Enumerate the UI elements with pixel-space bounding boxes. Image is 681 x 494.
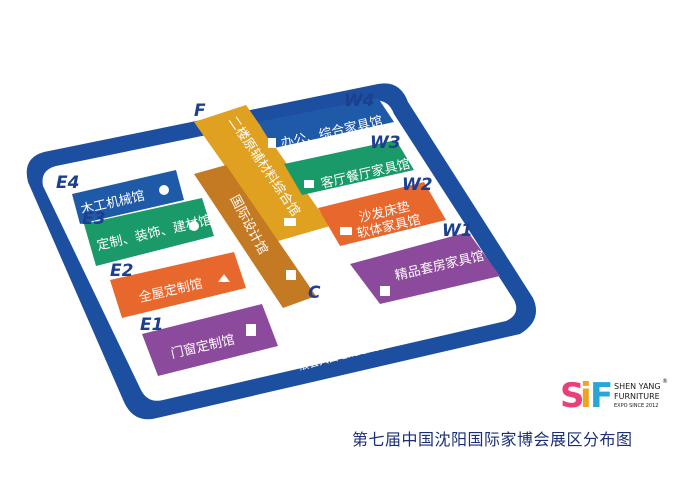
logo-line-2: FURNITURE: [614, 392, 660, 401]
zone-code-e2: E2: [110, 261, 133, 281]
zone-code-c: C: [308, 283, 321, 303]
logo-line-3: EXPO SINCE 2012: [614, 403, 659, 409]
saw-icon: [159, 185, 169, 195]
map-caption: 第七届中国沈阳国际家博会展区分布图: [352, 430, 633, 449]
logo-letter-f: F: [590, 376, 614, 416]
window-icon: [246, 324, 256, 336]
hall-w4[interactable]: [258, 98, 394, 148]
house-icon: [218, 274, 230, 282]
hall-c[interactable]: [194, 165, 316, 308]
bedroom-icon: [380, 286, 390, 296]
logo-letter-s: S: [560, 376, 585, 416]
zone-code-w4: W4: [344, 91, 375, 111]
zone-code-w2: W2: [402, 175, 433, 195]
hall-e2[interactable]: [110, 252, 246, 318]
hall-e4[interactable]: [72, 170, 184, 224]
logo-letter-i: i: [580, 376, 592, 416]
desk-icon: [268, 138, 276, 148]
sif-logo: S i F SHEN YANG FURNITURE EXPO SINCE 201…: [560, 376, 670, 418]
zone-code-w1: W1: [442, 221, 473, 241]
zone-code-e1: E1: [140, 315, 163, 335]
dining-icon: [304, 180, 314, 188]
zone-code-e3: E3: [82, 209, 105, 229]
material-icon: [284, 218, 296, 226]
hall-e3[interactable]: [84, 198, 214, 266]
hall-e1[interactable]: [142, 304, 278, 376]
tiles-icon: [189, 221, 199, 231]
logo-line-1: SHEN YANG: [614, 382, 661, 391]
zone-code-w3: W3: [370, 133, 401, 153]
sofa-icon: [340, 227, 352, 235]
hall-f[interactable]: [194, 105, 330, 241]
zone-code-e4: E4: [56, 173, 79, 193]
hall-w3[interactable]: [284, 140, 414, 195]
design-icon: [286, 270, 296, 280]
zone-code-f: F: [194, 101, 206, 121]
logo-registered-mark: ®: [662, 378, 668, 385]
